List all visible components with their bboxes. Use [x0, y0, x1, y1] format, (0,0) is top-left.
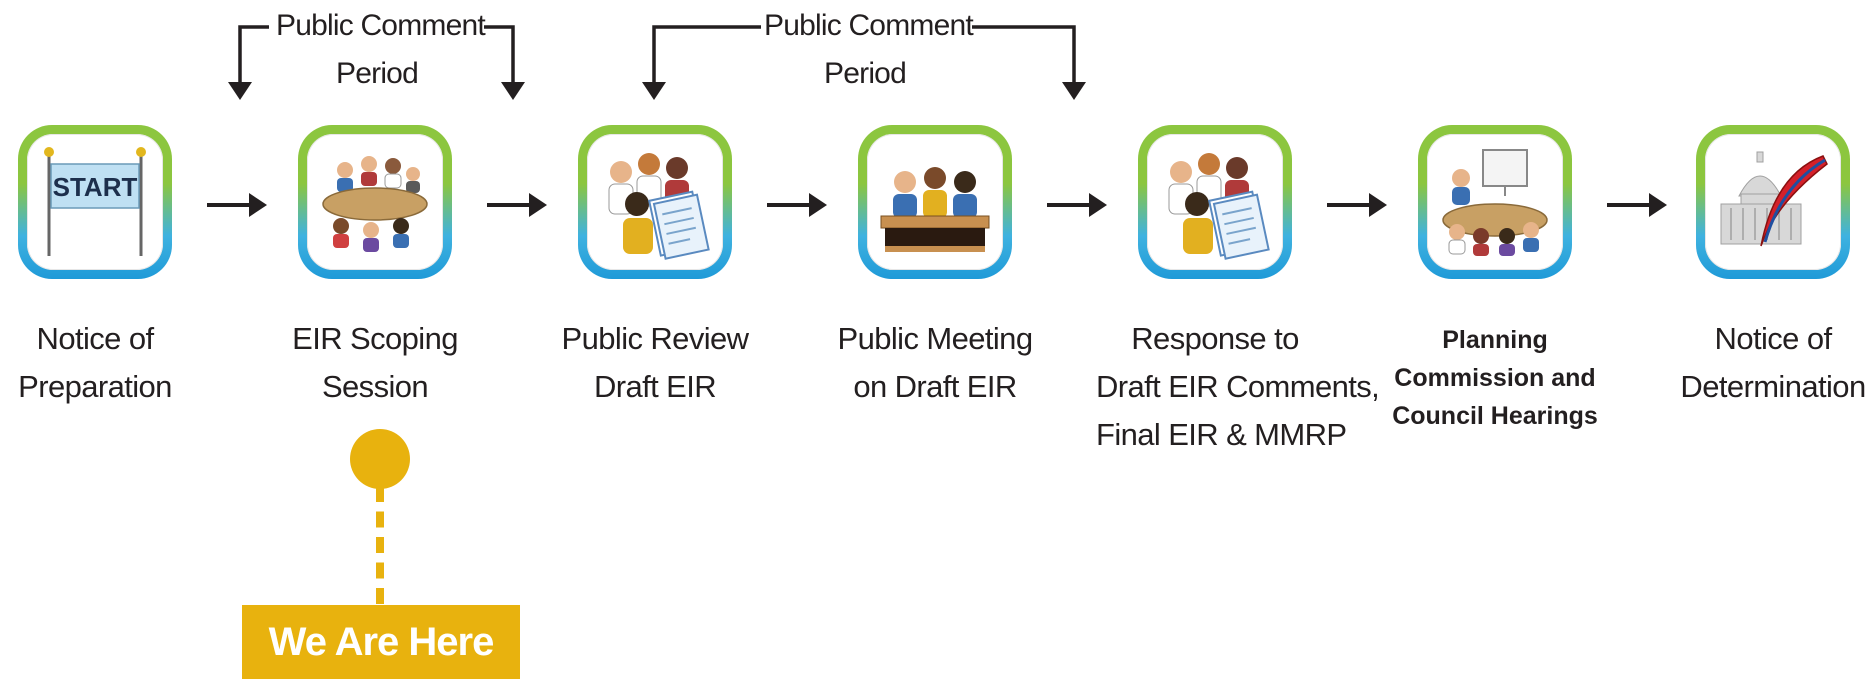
here-marker-label: We Are Here — [242, 605, 520, 679]
comment-period-label-1: Public Comment Period — [276, 9, 486, 90]
arrow-right-icon — [207, 193, 267, 217]
presentation-meeting-icon — [1442, 149, 1548, 256]
start-banner-text: START — [53, 172, 138, 202]
step-tile — [1138, 125, 1292, 279]
arrow-right-icon — [1327, 193, 1387, 217]
step-tile: START — [18, 125, 172, 279]
comment-period-label-2: Public Comment Period — [764, 9, 974, 90]
step-tile — [1696, 125, 1850, 279]
comment-period-bracket-1 — [228, 25, 1086, 100]
step-tile — [578, 125, 732, 279]
start-banner-icon: START — [44, 147, 146, 256]
here-marker-line — [376, 486, 384, 604]
arrow-right-icon — [1047, 193, 1107, 217]
arrow-right-icon — [767, 193, 827, 217]
arrow-right-icon — [1607, 193, 1667, 217]
step-tile — [298, 125, 452, 279]
capitol-with-quill-icon — [1720, 151, 1828, 247]
panel-at-desk-icon — [880, 167, 990, 252]
here-marker-dot — [350, 429, 410, 489]
people-with-document-icon — [1168, 153, 1270, 260]
people-with-document-icon — [608, 153, 710, 260]
step-tile — [1418, 125, 1572, 279]
round-table-meeting-icon — [322, 156, 428, 252]
arrow-right-icon — [487, 193, 547, 217]
step-tile — [858, 125, 1012, 279]
